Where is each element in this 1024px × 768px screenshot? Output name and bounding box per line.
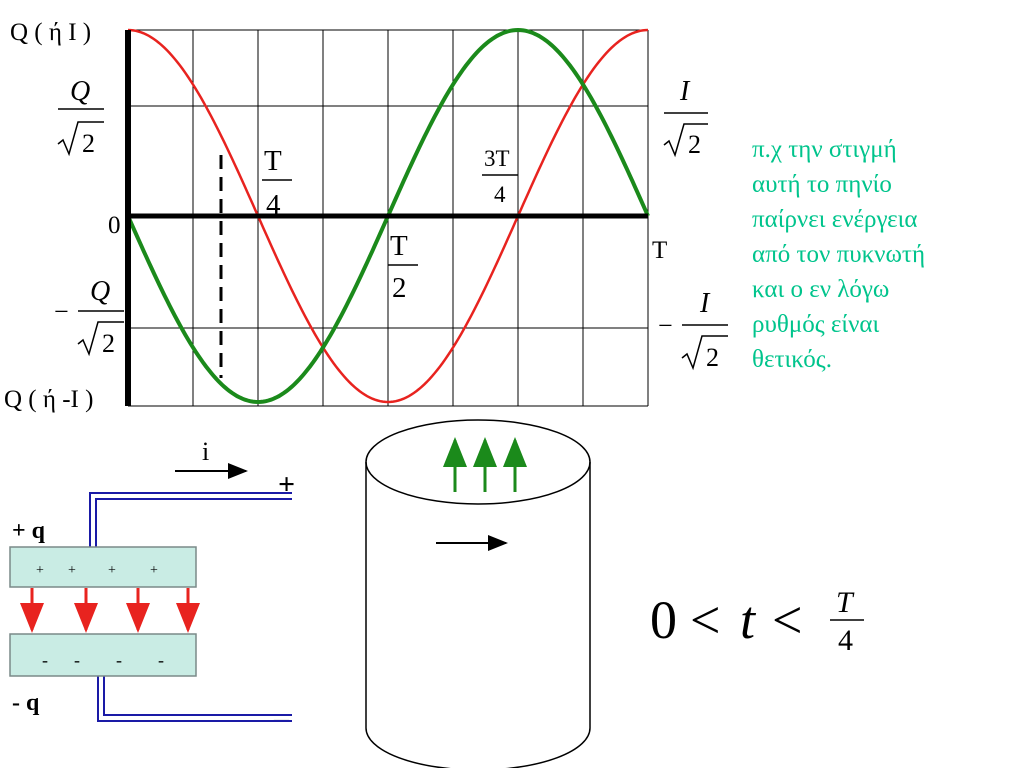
top-plate-charge-0: + (36, 563, 44, 578)
t-half-fraction: T 2 (388, 230, 418, 304)
wires (89, 492, 292, 722)
note-line: π.χ την στιγμή (752, 136, 897, 163)
condition-lt-2: < (772, 590, 802, 650)
capacitor-bottom-plate (9, 633, 197, 677)
right-positive-fraction: I 2 (663, 76, 708, 159)
bottom-plate-charge-3: - (158, 650, 164, 670)
y-axis-top-label: Q ( ή I ) (10, 19, 91, 46)
charge-curve (127, 28, 649, 404)
period-label: T (652, 237, 667, 264)
top-plate-charge-1: + (68, 563, 76, 578)
t-three-quarter-numerator: 3T (484, 146, 510, 171)
solenoid-core (365, 419, 591, 768)
t-quarter-denominator: 4 (266, 189, 281, 221)
t-quarter-fraction: T 4 (262, 145, 292, 221)
left-pos-numerator: Q (70, 76, 90, 107)
condition-lt-1: < (690, 590, 720, 650)
bottom-plate-charge-1: - (74, 650, 80, 670)
sqrt-radicand: 2 (82, 129, 95, 158)
bottom-plate-label: - q (12, 690, 40, 716)
note-line: ρυθμός είναι (752, 311, 880, 338)
note-line: αυτή το πηνίο (752, 171, 892, 198)
origin-label: 0 (108, 212, 121, 239)
top-plate-charge-3: + (150, 563, 158, 578)
condition-denominator: 4 (838, 624, 853, 657)
sqrt-sign (681, 335, 728, 371)
minus-sign: − (54, 297, 69, 326)
note-line: παίρνει ενέργεια (752, 206, 918, 233)
t-three-quarter-fraction: 3T 4 (482, 146, 518, 207)
sqrt-sign (663, 123, 708, 158)
condition-numerator: T (836, 586, 855, 619)
t-half-numerator: T (390, 230, 408, 262)
minus-sign: − (658, 311, 673, 340)
sqrt-radicand: 2 (688, 130, 701, 159)
time-condition: 0 < t < T 4 (650, 586, 864, 657)
right-neg-numerator: I (699, 288, 711, 319)
electric-field-arrows (20, 588, 200, 633)
right-negative-fraction: − I 2 (658, 288, 728, 372)
top-plate-charge-2: + (108, 563, 116, 578)
note-line: και ο εν λόγω (752, 276, 890, 303)
sqrt-radicand: 2 (706, 343, 719, 372)
bottom-plate-charge-2: - (116, 650, 122, 670)
explanation-note: π.χ την στιγμή αυτή το πηνίο παίρνει ενέ… (752, 132, 1014, 377)
right-pos-numerator: I (679, 76, 691, 107)
left-negative-fraction: − Q 2 (54, 276, 124, 358)
y-axis-bottom-label: Q ( ή -I ) (4, 386, 93, 413)
left-neg-numerator: Q (90, 276, 110, 307)
magnetic-field-arrows (443, 437, 527, 492)
current-label: i (202, 437, 209, 466)
left-positive-fraction: Q 2 (57, 76, 104, 158)
capacitor-top-plate (9, 546, 197, 588)
coil-bottom-minus: – (273, 702, 290, 735)
oscillation-graph: Q ( ή I ) Q ( ή -I ) 0 T Q 2 − Q 2 I 2 (4, 19, 728, 413)
t-quarter-numerator: T (264, 145, 282, 177)
sqrt-sign (77, 321, 124, 357)
sqrt-radicand: 2 (102, 329, 115, 358)
t-half-denominator: 2 (392, 272, 407, 304)
note-line: θετικός. (752, 346, 832, 373)
condition-zero: 0 (650, 590, 677, 650)
top-plate-label: + q (12, 518, 46, 544)
note-line: από τον πυκνωτή (752, 241, 926, 268)
t-three-quarter-denominator: 4 (494, 182, 506, 207)
condition-variable: t (740, 590, 757, 650)
coil-top-plus: + (278, 468, 295, 501)
bottom-plate-charge-0: - (42, 650, 48, 670)
lc-circuit: i + – + + + + - - - - + q - q (9, 419, 591, 768)
sqrt-sign (57, 121, 104, 157)
